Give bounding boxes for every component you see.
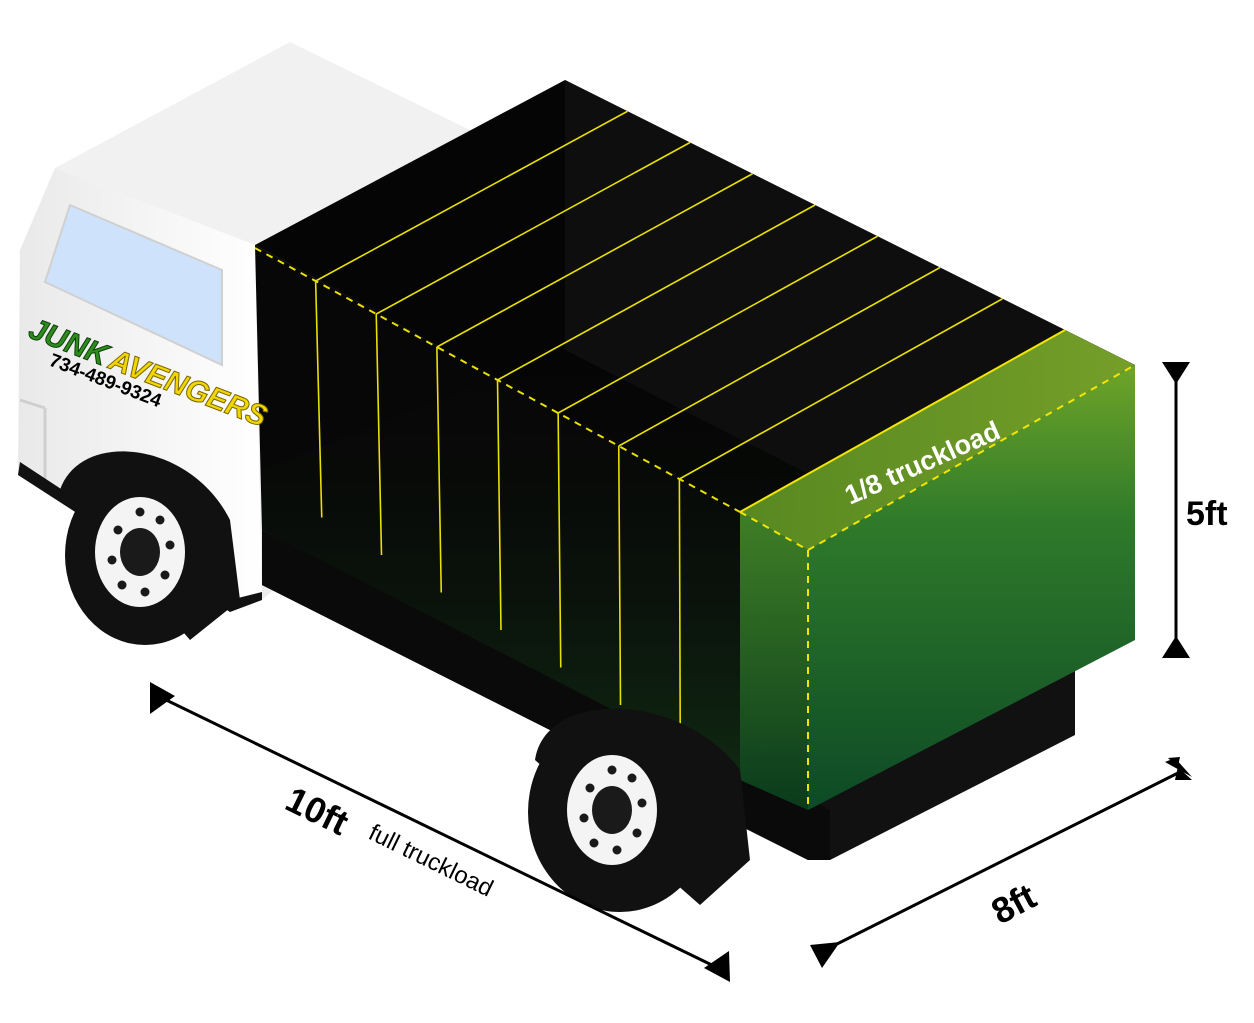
- length-arrow-start: [150, 682, 175, 714]
- divider-vertical-4: [496, 379, 502, 631]
- divider-top-1: [315, 110, 628, 282]
- divider-vertical-1: [314, 280, 323, 518]
- section-dividers: [314, 110, 1003, 743]
- divider-vertical-7: [678, 478, 682, 743]
- divider-top-6: [618, 266, 941, 447]
- divider-top-2: [375, 141, 691, 315]
- height-dimension: 5ft: [1162, 362, 1228, 658]
- divider-top-5: [557, 235, 878, 414]
- height-label: 5ft: [1186, 495, 1228, 533]
- width-label: 8ft: [985, 875, 1043, 932]
- divider-top-4: [497, 204, 816, 381]
- cargo-box: [254, 80, 1136, 810]
- divider-top-7: [678, 298, 1003, 480]
- cab-window: [43, 203, 223, 367]
- length-caption: full truckload: [364, 819, 497, 902]
- fill-block-top: [740, 330, 1135, 550]
- height-arrow-bottom: [1162, 636, 1190, 658]
- divider-vertical-5: [557, 412, 562, 668]
- front-wheel: [60, 451, 240, 645]
- fill-block-front: [808, 365, 1135, 810]
- divider-vertical-6: [617, 445, 622, 706]
- height-arrow-top: [1162, 362, 1190, 384]
- length-label: 10ft: [279, 778, 355, 843]
- length-arrow-end: [704, 951, 730, 982]
- width-arrow-start: [810, 942, 840, 968]
- divider-vertical-3: [436, 346, 443, 593]
- divider-top-3: [436, 173, 753, 348]
- fill-block-side: [740, 512, 808, 810]
- divider-vertical-2: [375, 313, 383, 556]
- fill-block: [739, 329, 1136, 810]
- rear-wheel: [528, 708, 750, 912]
